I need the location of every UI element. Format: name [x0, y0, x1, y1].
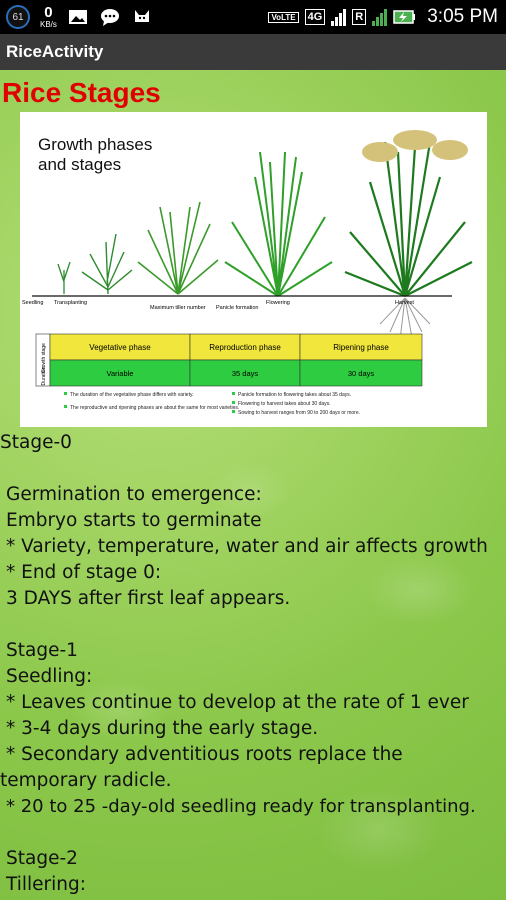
- stage0-line2: Embryo starts to germinate: [6, 510, 262, 531]
- phase-reproduction: Reproduction phase: [209, 343, 281, 352]
- page-title: Rice Stages: [2, 77, 161, 108]
- note-left-1: The duration of the vegetative phase dif…: [70, 392, 194, 398]
- stage-label-panicle: Panicle formation: [216, 305, 259, 311]
- duration-cell-vegetative: [49, 359, 191, 387]
- note-right-3: Sowing to harvest ranges from 90 to 200 …: [238, 410, 360, 416]
- phase-ripening: Ripening phase: [333, 343, 389, 352]
- chat-icon: [99, 8, 121, 26]
- plant-harvest-panicles: [362, 130, 468, 162]
- roaming-icon: R: [352, 9, 367, 25]
- stage0-line4: * End of stage 0:: [6, 562, 162, 583]
- cat-icon: [131, 8, 153, 26]
- gallery-icon: [67, 8, 89, 26]
- battery-charging-icon: [393, 8, 416, 26]
- growth-stages-figure: Growth phases and stages: [20, 112, 487, 427]
- speed-unit: KB/s: [40, 20, 57, 29]
- duration-reproduction: 35 days: [232, 369, 259, 378]
- figure-title-line2: and stages: [38, 155, 121, 174]
- stage1-line4: * Secondary adventitious roots replace t…: [6, 744, 403, 765]
- signal-icon: [331, 8, 347, 26]
- duration-cell-reproduction: [189, 359, 301, 387]
- duration-cell-ripening: [299, 359, 423, 387]
- app-title: RiceActivity: [6, 42, 104, 61]
- plant-harvest: [344, 141, 473, 298]
- row-label-duration: Duration: [41, 366, 47, 385]
- figure-title-line1: Growth phases: [38, 135, 152, 154]
- row-label-growth: Growth stage: [41, 343, 47, 373]
- duration-vegetative: Variable: [107, 369, 134, 378]
- stage-label-flowering: Flowering: [266, 300, 290, 306]
- volte-icon: VoLTE: [268, 11, 299, 23]
- stage0-line3: * Variety, temperature, water and air af…: [6, 536, 488, 557]
- stage1-header: Stage-1: [6, 640, 78, 661]
- note-right-1: Panicle formation to flowering takes abo…: [238, 392, 351, 398]
- network-type-icon: 4G: [304, 9, 326, 25]
- stage1-line2: * Leaves continue to develop at the rate…: [6, 692, 469, 713]
- network-speed: 0 KB/s: [40, 5, 57, 29]
- stage-label-transplanting: Transplanting: [54, 300, 87, 306]
- stage1-line5: temporary radicle.: [0, 770, 172, 791]
- phase-cell-ripening: [299, 333, 423, 361]
- note-left-2: The reproductive and ripening phases are…: [70, 405, 239, 411]
- clock: 3:05 PM: [427, 6, 498, 27]
- content-area[interactable]: Rice Stages Growth phases and stages: [0, 70, 506, 900]
- plant-tillering: [137, 201, 219, 295]
- stage-label-max-tiller: Maximum tiller number: [150, 305, 206, 311]
- plant-harvest-roots: [379, 297, 431, 341]
- note-right-2: Flowering to harvest takes about 30 days…: [238, 401, 331, 407]
- phase-vegetative: Vegetative phase: [89, 343, 151, 352]
- stage-description-text: Stage-0 Germination to emergence: Embryo…: [0, 430, 506, 898]
- plant-seedling: [57, 261, 71, 294]
- stage0-header: Stage-0: [0, 432, 72, 453]
- notification-count-icon: 61: [6, 5, 30, 29]
- stage1-line1: Seedling:: [6, 666, 93, 687]
- status-bar: 61 0 KB/s VoLTE 4G R 3:05 PM: [0, 0, 506, 34]
- stage-label-harvest: Harvest: [395, 300, 414, 306]
- app-bar: RiceActivity: [0, 34, 506, 70]
- stage1-line6: * 20 to 25 -day-old seedling ready for t…: [6, 796, 476, 817]
- stage2-line1: Tillering:: [6, 874, 86, 895]
- speed-value: 0: [44, 4, 53, 21]
- duration-ripening: 30 days: [348, 369, 375, 378]
- signal-icon-2: [372, 8, 388, 26]
- stage1-line3: * 3-4 days during the early stage.: [6, 718, 319, 739]
- stage0-line1: Germination to emergence:: [6, 484, 262, 505]
- stage0-line5: 3 DAYS after first leaf appears.: [6, 588, 291, 609]
- stage2-header: Stage-2: [6, 848, 78, 869]
- plant-transplanting: [81, 233, 133, 295]
- plant-flowering: [224, 151, 333, 297]
- stage-label-seedling: Seedling: [22, 300, 43, 306]
